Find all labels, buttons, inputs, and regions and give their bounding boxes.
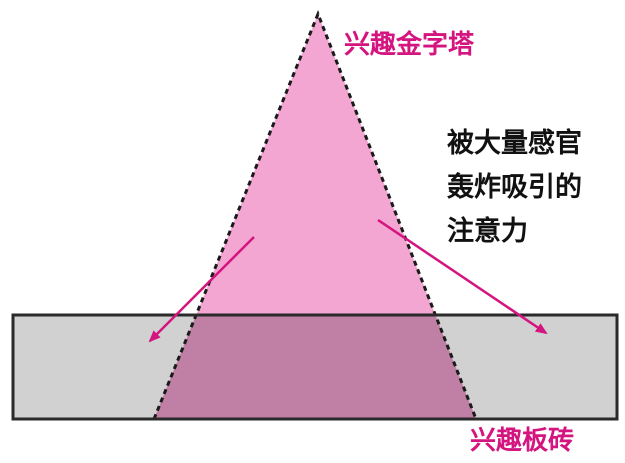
- note-line-3: 注意力: [447, 216, 528, 247]
- brick-label: 兴趣板砖: [470, 426, 575, 456]
- note-line-2: 轰炸吸引的: [447, 172, 582, 203]
- pyramid-brick-overlap: [154, 315, 476, 419]
- arrow-right: [377, 218, 548, 335]
- arrow-left: [148, 236, 255, 343]
- attention-note: 被大量感官 轰炸吸引的 注意力: [447, 122, 582, 254]
- brick-outline: [11, 313, 619, 421]
- note-line-1: 被大量感官: [447, 128, 582, 159]
- pyramid-label: 兴趣金字塔: [344, 30, 475, 60]
